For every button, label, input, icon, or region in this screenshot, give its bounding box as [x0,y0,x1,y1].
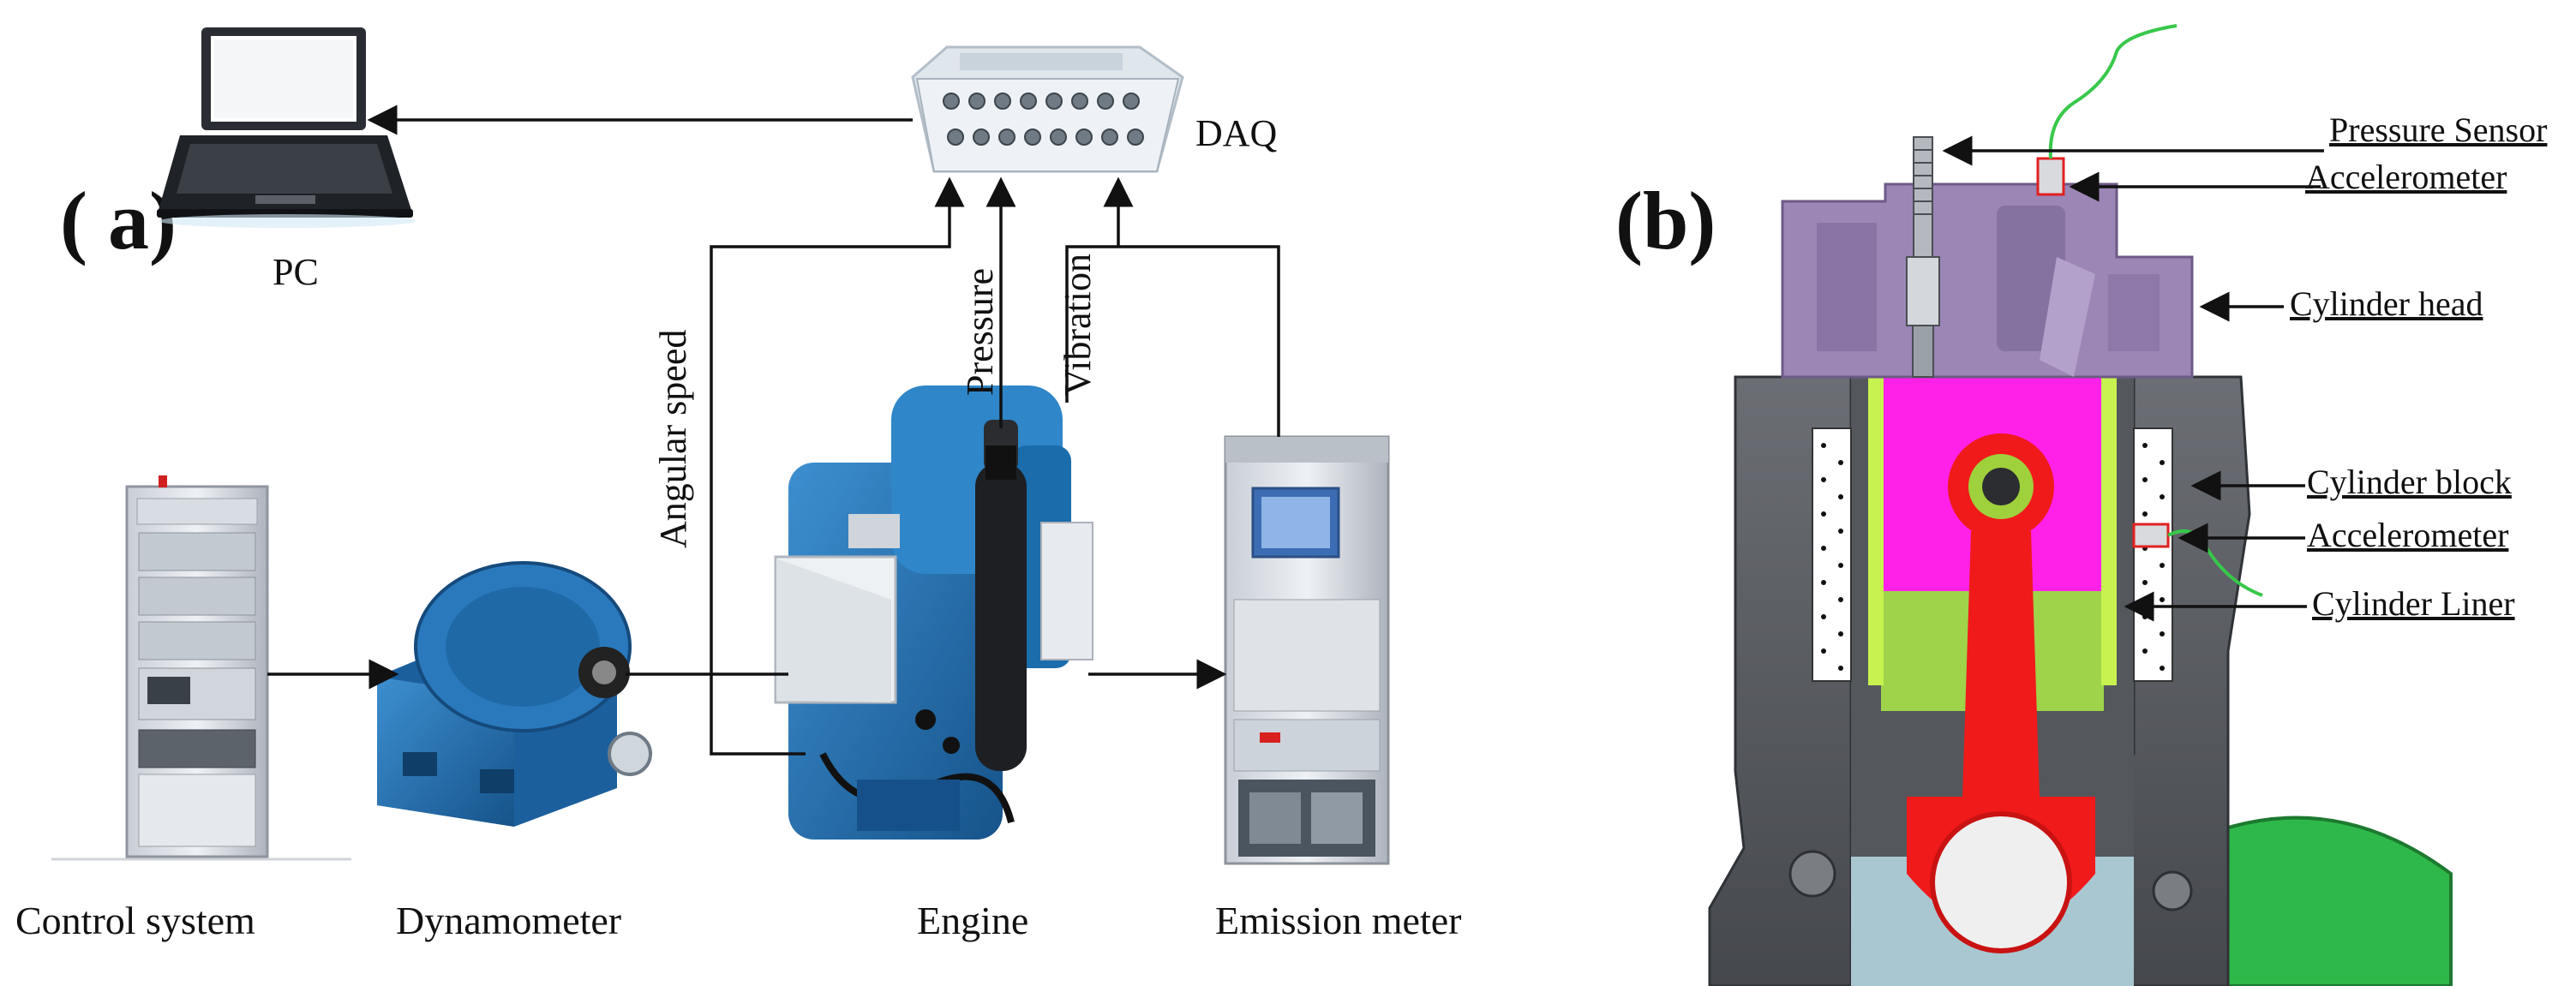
accelerometer-side-icon [2132,523,2170,548]
daq-device-icon [911,45,1184,173]
pc-label: PC [273,251,319,293]
daq-label: DAQ [1195,112,1278,154]
vibration-line [1065,245,1118,403]
dynamometer-icon [377,561,652,827]
vibration-label: Vibration [1057,254,1099,396]
cylinder-block-label: Cylinder block [2307,463,2512,501]
dynamometer-label: Dynamometer [396,899,621,942]
cylinder-liner-label: Cylinder Liner [2312,584,2515,623]
pressure-sensor-label: Pressure Sensor [2329,111,2547,149]
accelerometer-side-label: Accelerometer [2307,516,2508,554]
connecting-rod [1907,433,2095,953]
pressure-sensor-icon [1906,136,1940,378]
control-system-cabinet-icon [51,475,351,861]
engine-icon [774,385,1093,840]
pressure-label: Pressure [959,268,1001,396]
accelerometer-top-icon [2036,157,2065,196]
connection-arrows [267,105,1280,756]
emission-meter-label: Emission meter [1215,899,1461,942]
panel-a: ( a) PC DAQ [15,27,1461,942]
emission-to-daq-line [1118,245,1280,437]
water-jacket-left [1812,427,1852,682]
angular-speed-line [710,176,965,756]
engine-label: Engine [917,899,1028,942]
cylinder-head-label: Cylinder head [2290,284,2483,323]
water-jacket-right [2133,427,2173,682]
emission-meter-cabinet-icon [1224,435,1390,865]
callout-arrows [1942,135,2324,622]
panel-a-label: ( a) [60,175,177,266]
accelerometer-top-label: Accelerometer [2305,158,2507,196]
cylinder-head [1781,182,2194,379]
angular-speed-label: Angular speed [652,330,694,548]
laptop-icon [157,27,416,228]
sensor-wire-top [2048,24,2178,159]
panel-b-label: (b) [1615,175,1716,266]
control-system-label: Control system [15,899,255,942]
panel-b: (b) [1615,24,2547,986]
